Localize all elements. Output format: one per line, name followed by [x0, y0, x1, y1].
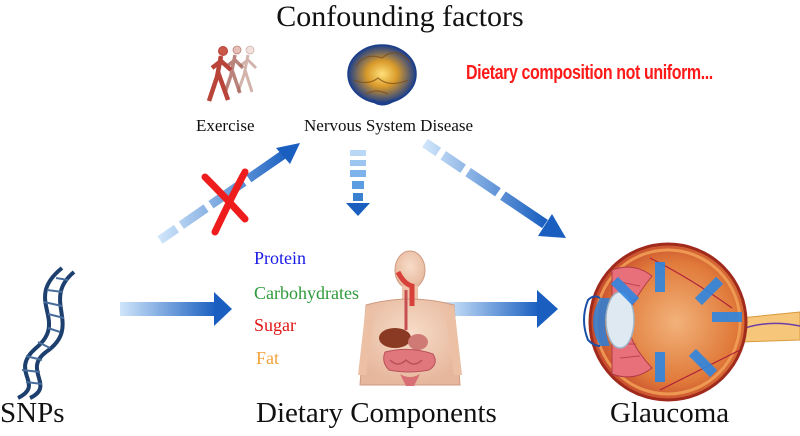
dna-icon — [17, 266, 76, 400]
dietary-components-label: Dietary Components — [256, 397, 497, 429]
nervous-to-dietary-arrow — [346, 150, 370, 216]
human-body-icon — [358, 250, 462, 386]
component-fat: Fat — [256, 348, 280, 368]
exercise-label: Exercise — [196, 116, 255, 135]
component-carbohydrates: Carbohydrates — [254, 283, 359, 303]
brain-icon — [347, 44, 417, 106]
runners-icon — [206, 45, 258, 102]
snps-to-dietary-arrow — [120, 292, 232, 326]
red-cross-icon — [201, 168, 249, 236]
component-protein: Protein — [254, 248, 306, 268]
eye-icon — [583, 242, 800, 402]
title: Confounding factors — [276, 0, 524, 33]
dietary-to-glaucoma-arrow — [445, 290, 558, 328]
nervous-system-disease-label: Nervous System Disease — [304, 116, 474, 135]
dietary-note: Dietary composition not uniform... — [466, 62, 713, 84]
component-sugar: Sugar — [254, 315, 296, 335]
snps-label: SNPs — [0, 397, 65, 429]
exercise-to-nervous-arrow — [157, 143, 300, 244]
glaucoma-label: Glaucoma — [610, 397, 730, 429]
nervous-to-glaucoma-arrow — [422, 138, 566, 238]
